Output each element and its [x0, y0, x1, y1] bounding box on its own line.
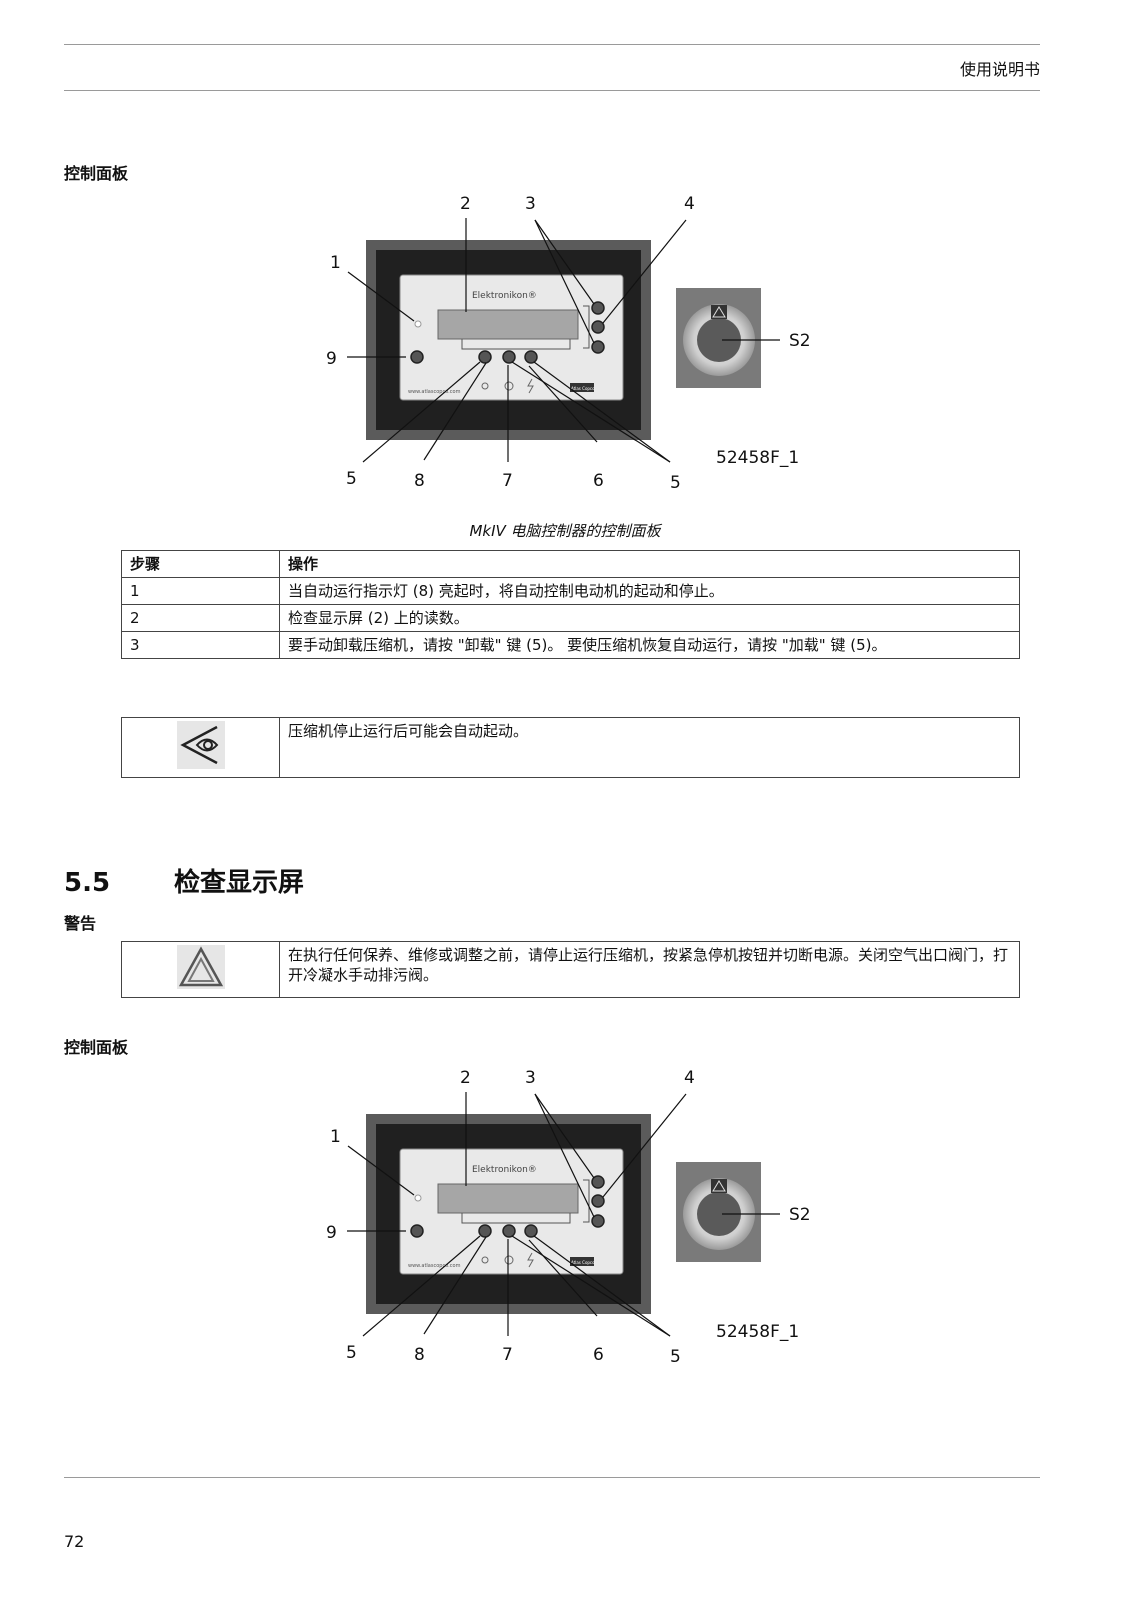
step-number: 3: [121, 631, 280, 659]
control-panel-heading-1: 控制面板: [64, 164, 129, 183]
tab-key[interactable]: [591, 1194, 605, 1208]
logo: [570, 1257, 594, 1266]
menu-key-left[interactable]: [478, 350, 492, 364]
callout-7: 7: [502, 1345, 513, 1365]
auto-run-icon: [481, 1256, 489, 1264]
callout-4: 4: [684, 1068, 695, 1088]
header-rule-bottom: [64, 90, 1040, 91]
step-action: 检查显示屏 (2) 上的读数。: [279, 604, 1020, 632]
callout-2: 2: [460, 1068, 471, 1088]
unload-key[interactable]: [410, 350, 424, 364]
scroll-down-key[interactable]: [591, 340, 605, 354]
step-action: 当自动运行指示灯 (8) 亮起时，将自动控制电动机的起动和停止。: [279, 577, 1020, 605]
logo-text: Atlas Copco: [571, 386, 595, 391]
menu-key-right[interactable]: [524, 350, 538, 364]
brand-label: Elektronikon®: [472, 291, 537, 301]
callout-5-left: 5: [346, 469, 357, 489]
footer-rule: [64, 1477, 1040, 1478]
step-action: 要手动卸载压缩机，请按 "卸载" 键 (5)。 要使压缩机恢复自动运行，请按 "…: [279, 631, 1020, 659]
control-panel-figure-2: Elektronikon® www.atlascopco.com Atlas C…: [326, 1068, 811, 1367]
callout-2: 2: [460, 194, 471, 214]
voltage-icon: [527, 1252, 534, 1268]
menu-key-left[interactable]: [478, 1224, 492, 1238]
step-number: 2: [121, 604, 280, 632]
callout-4: 4: [684, 194, 695, 214]
table-row: 1 当自动运行指示灯 (8) 亮起时，将自动控制电动机的起动和停止。: [121, 577, 1020, 605]
callout-7: 7: [502, 471, 513, 491]
callout-3: 3: [525, 1068, 536, 1088]
s2-label: S2: [789, 1205, 811, 1225]
step-number: 1: [121, 577, 280, 605]
callout-5-left: 5: [346, 1343, 357, 1363]
brand-label: Elektronikon®: [472, 1165, 537, 1175]
tab-key[interactable]: [591, 320, 605, 334]
callout-1: 1: [330, 1127, 341, 1147]
web-address: www.atlascopco.com: [408, 389, 461, 395]
figure-id: 52458F_1: [716, 448, 799, 468]
auto-led: [414, 1194, 422, 1202]
logo-text: Atlas Copco: [571, 1260, 595, 1265]
scroll-up-key[interactable]: [591, 1175, 605, 1189]
scroll-down-key[interactable]: [591, 1214, 605, 1228]
callout-1: 1: [330, 253, 341, 273]
control-panel-figure-1: Elektronikon® www.atlascopco.com Atlas C…: [326, 194, 811, 493]
table-row: 2 检查显示屏 (2) 上的读数。: [121, 604, 1020, 632]
warning-triangle-icon: [176, 945, 225, 989]
callout-3: 3: [525, 194, 536, 214]
callout-6: 6: [593, 1345, 604, 1365]
header-action: 操作: [279, 550, 1020, 578]
callout-5-right: 5: [670, 473, 681, 493]
eye-warning-icon: [176, 721, 225, 769]
stop-icon: [504, 381, 514, 391]
emergency-stop-button[interactable]: [697, 318, 741, 362]
s2-label: S2: [789, 331, 811, 351]
figure-caption: MkIV 电脑控制器的控制面板: [469, 522, 661, 540]
voltage-icon: [527, 378, 534, 394]
callout-9: 9: [326, 349, 337, 369]
menu-key-right[interactable]: [524, 1224, 538, 1238]
emergency-stop-button[interactable]: [697, 1192, 741, 1236]
logo: [570, 383, 594, 392]
auto-led: [414, 320, 422, 328]
figure-id: 52458F_1: [716, 1322, 799, 1342]
table-header-row: 步骤 操作: [121, 550, 1020, 578]
section-heading: 5.5 检查显示屏: [64, 862, 304, 899]
table-row: 3 要手动卸载压缩机，请按 "卸载" 键 (5)。 要使压缩机恢复自动运行，请按…: [121, 631, 1020, 659]
section-number: 5.5: [64, 868, 111, 898]
callout-6: 6: [593, 471, 604, 491]
warning-heading: 警告: [64, 914, 97, 933]
warning-text: 在执行任何保养、维修或调整之前，请停止运行压缩机，按紧急停机按钮并切断电源。关闭…: [279, 941, 1020, 998]
control-panel-heading-2: 控制面板: [64, 1038, 129, 1057]
header-step: 步骤: [121, 550, 280, 578]
steps-table: 步骤 操作 1 当自动运行指示灯 (8) 亮起时，将自动控制电动机的起动和停止。…: [121, 550, 1020, 659]
stop-icon: [504, 1255, 514, 1265]
menu-key-middle[interactable]: [502, 350, 516, 364]
web-address: www.atlascopco.com: [408, 1263, 461, 1269]
callout-8: 8: [414, 471, 425, 491]
section-title: 检查显示屏: [174, 868, 305, 898]
unload-key[interactable]: [410, 1224, 424, 1238]
header-rule-top: [64, 44, 1040, 45]
scroll-up-key[interactable]: [591, 301, 605, 315]
warning-box: 在执行任何保养、维修或调整之前，请停止运行压缩机，按紧急停机按钮并切断电源。关闭…: [121, 941, 1020, 998]
callout-8: 8: [414, 1345, 425, 1365]
document-title: 使用说明书: [959, 60, 1040, 79]
callout-5-right: 5: [670, 1347, 681, 1367]
auto-run-icon: [481, 382, 489, 390]
menu-key-middle[interactable]: [502, 1224, 516, 1238]
callout-9: 9: [326, 1223, 337, 1243]
notice-box: 压缩机停止运行后可能会自动起动。: [121, 717, 1020, 778]
notice-text: 压缩机停止运行后可能会自动起动。: [279, 717, 1020, 778]
page-number: 72: [64, 1532, 85, 1551]
